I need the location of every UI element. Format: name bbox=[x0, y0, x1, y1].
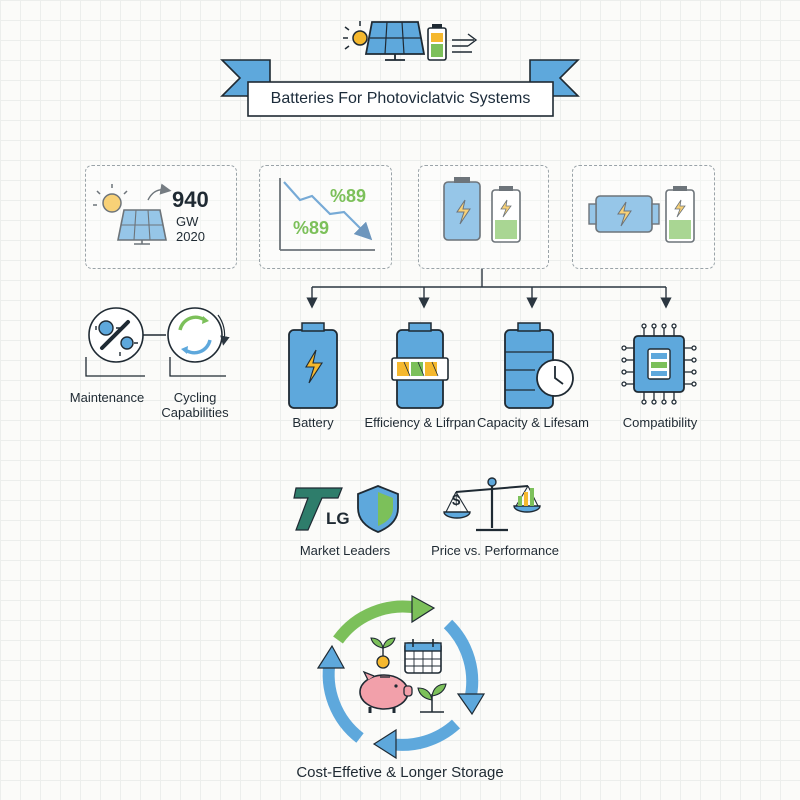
maintenance-base-lines bbox=[85, 357, 226, 377]
trend-upper-label: %89 bbox=[330, 186, 367, 206]
capacity-label: Capacity & Lifesam bbox=[477, 415, 589, 430]
solar-capacity-icon bbox=[93, 183, 172, 245]
solar-capacity-unit: GW bbox=[176, 214, 199, 229]
horizontal-battery-icon bbox=[588, 186, 695, 243]
sprout-coin-icon bbox=[370, 637, 396, 669]
compatibility-chip-icon bbox=[621, 323, 697, 405]
cycling-label-line2: Capabilities bbox=[161, 405, 229, 420]
price-symbol: $ bbox=[452, 492, 461, 509]
price-performance-label: Price vs. Performance bbox=[431, 543, 559, 558]
solar-capacity-year: 2020 bbox=[176, 229, 205, 244]
solar-capacity-value: 940 bbox=[172, 187, 209, 212]
battery-pair-icon bbox=[443, 177, 521, 243]
cost-trend-card bbox=[259, 165, 392, 269]
header-sun-icon bbox=[343, 21, 368, 50]
cycling-label-line1: Cycling bbox=[173, 390, 217, 405]
footer-caption: Cost-Effetive & Longer Storage bbox=[296, 764, 504, 781]
compatibility-label: Compatibility bbox=[622, 415, 698, 430]
battery-format-card bbox=[572, 165, 715, 269]
solar-capacity-card bbox=[85, 165, 237, 269]
capacity-battery-clock-icon bbox=[504, 322, 574, 409]
efficiency-battery-icon bbox=[391, 322, 449, 409]
page-title: Batteries For Photoviclatvic Systems bbox=[270, 90, 531, 107]
battery-icon bbox=[288, 322, 338, 409]
maintenance-gear-icon bbox=[88, 307, 144, 363]
balance-scale-icon bbox=[443, 477, 541, 532]
market-leaders-label: Market Leaders bbox=[299, 543, 391, 558]
calendar-icon bbox=[404, 639, 442, 674]
header-signal-lines-icon bbox=[452, 33, 478, 53]
trend-lower-label: %89 bbox=[293, 218, 330, 238]
shield-icon bbox=[357, 485, 399, 533]
title-ribbon bbox=[220, 59, 580, 117]
battery-types-card bbox=[418, 165, 549, 269]
feature-connectors bbox=[306, 268, 672, 309]
cycling-arrows-icon bbox=[167, 307, 230, 363]
cost-cycle-arrows-icon bbox=[316, 594, 486, 760]
battery-label: Battery bbox=[292, 415, 334, 430]
piggy-bank-icon bbox=[359, 670, 413, 713]
header-battery-icon bbox=[427, 24, 447, 61]
header-solar-panel-icon bbox=[364, 21, 426, 61]
maintenance-label: Maintenance bbox=[69, 390, 145, 405]
cost-trend-chart-icon bbox=[279, 178, 375, 251]
plant-sprout-icon bbox=[417, 683, 447, 713]
market-logo-text: LG bbox=[326, 509, 350, 528]
efficiency-label: Efficiency & Lifrpan bbox=[364, 415, 476, 430]
market-leader-logo-icon bbox=[293, 487, 343, 531]
